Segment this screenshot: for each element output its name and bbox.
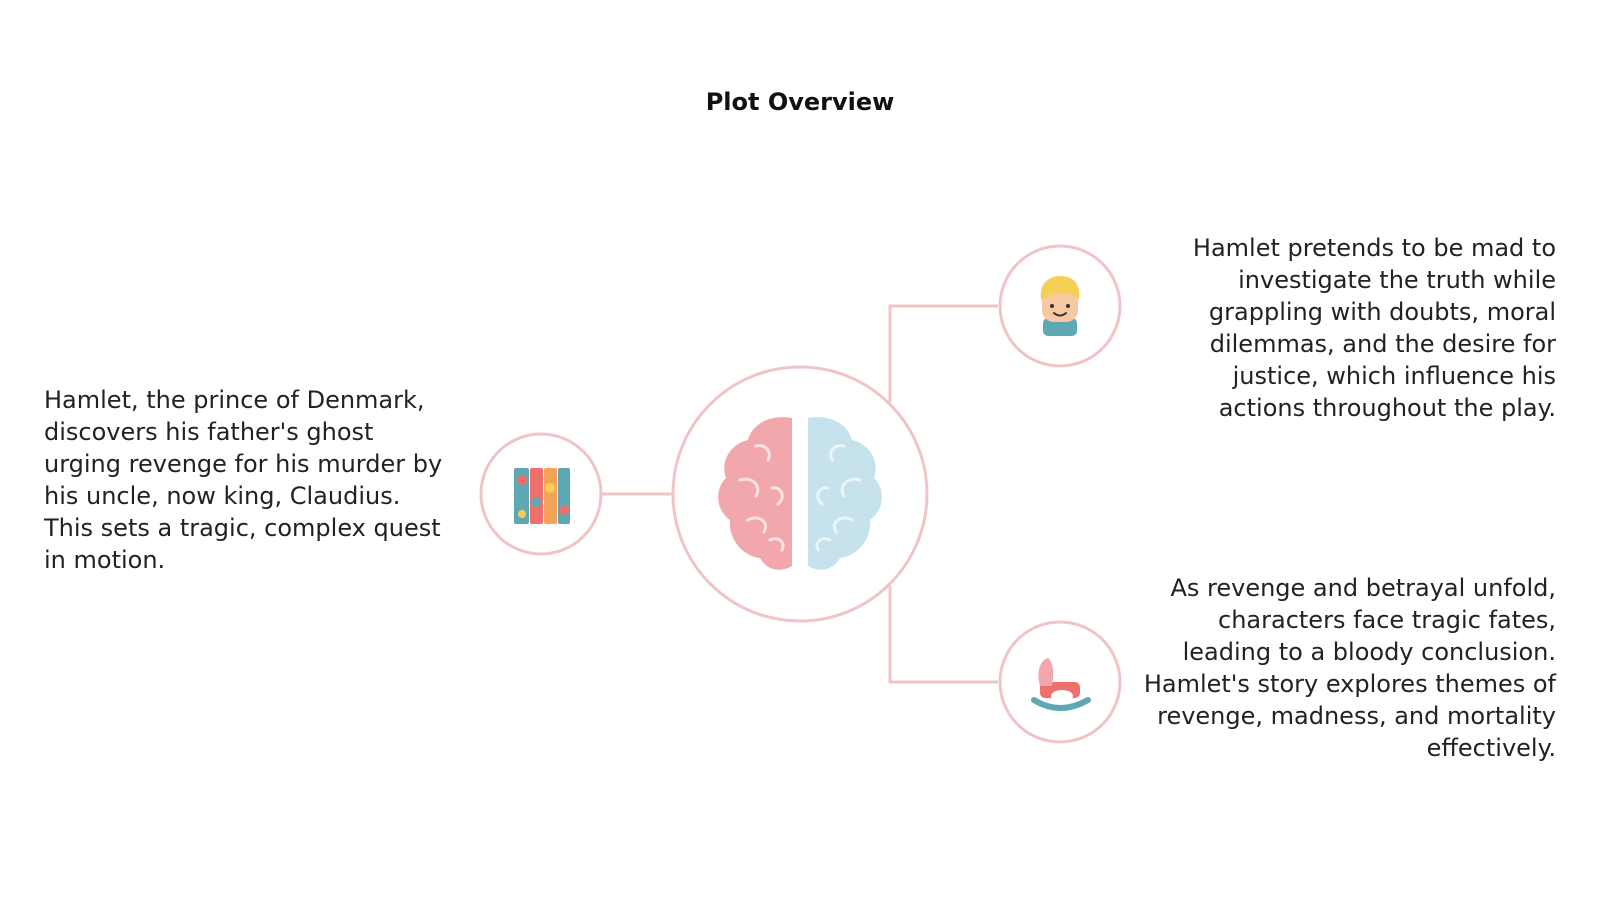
boy-icon	[1040, 276, 1080, 336]
center-node	[671, 365, 929, 623]
puzzle-icon	[514, 468, 570, 524]
page-title: Plot Overview	[705, 88, 895, 116]
text-left: Hamlet, the prince of Denmark, discovers…	[44, 386, 443, 574]
rocking-horse-icon	[1031, 658, 1091, 711]
text-top-right: Hamlet pretends to be mad to investigate…	[1192, 234, 1556, 422]
connector-top	[888, 304, 998, 402]
node-top-right	[998, 244, 1122, 368]
brain-icon	[718, 417, 882, 570]
text-bottom-right: As revenge and betrayal unfold, characte…	[1143, 574, 1556, 762]
connector-bottom	[888, 586, 998, 684]
node-bottom-right	[998, 620, 1122, 744]
node-left	[479, 432, 603, 556]
